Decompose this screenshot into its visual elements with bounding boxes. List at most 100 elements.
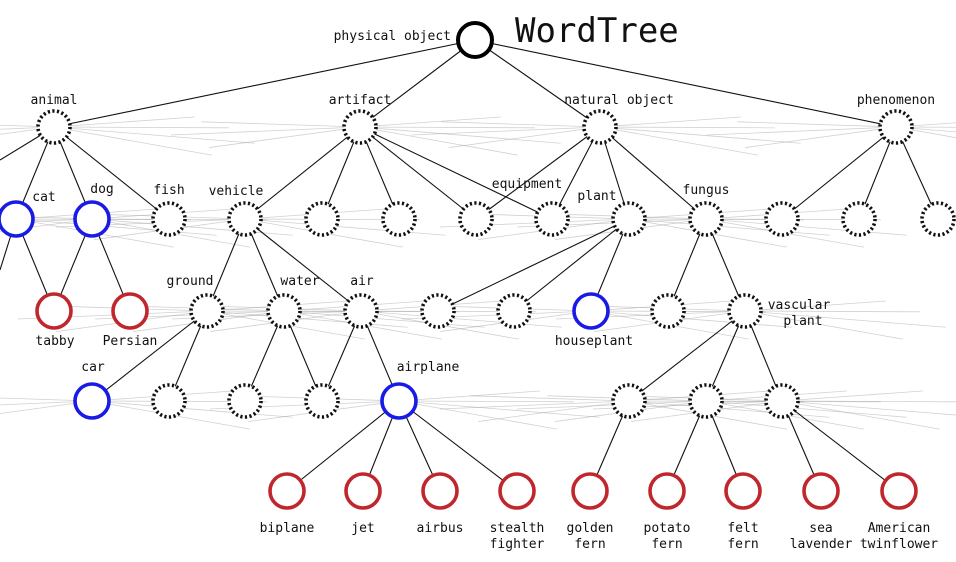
tree-edge [398, 400, 518, 492]
fan-edge [410, 126, 601, 136]
tree-node-vascular[interactable] [727, 293, 763, 329]
tree-node-water[interactable] [266, 293, 302, 329]
tree-node-car[interactable] [73, 382, 111, 420]
label-airplane[interactable]: airplane [397, 360, 460, 375]
label-sea-line1[interactable]: sea [809, 521, 832, 536]
tree-node-houseplant[interactable] [572, 292, 610, 330]
label-felt-line2[interactable]: fern [727, 537, 758, 552]
label-golden-line2[interactable]: fern [574, 537, 605, 552]
label-jet[interactable]: jet [351, 521, 374, 536]
tree-node-fish[interactable] [151, 201, 187, 237]
label-vascular-line2[interactable]: plant [783, 314, 822, 329]
label-tabby[interactable]: tabby [35, 334, 74, 349]
label-animal[interactable]: animal [31, 93, 78, 108]
tree-node-animal[interactable] [36, 109, 72, 145]
tree-node-phen[interactable] [878, 109, 914, 145]
tree-node-w1[interactable] [227, 383, 263, 419]
tree-node-american[interactable] [880, 472, 918, 510]
tree-node-equip[interactable] [534, 201, 570, 237]
tree-node-p4[interactable] [650, 293, 686, 329]
label-airbus[interactable]: airbus [417, 521, 464, 536]
tree-node-stealth[interactable] [498, 472, 536, 510]
tree-edge [359, 39, 476, 128]
tree-node-airbus[interactable] [421, 472, 459, 510]
tree-node-artifact[interactable] [342, 109, 378, 145]
tree-node-felt[interactable] [724, 472, 762, 510]
tree-node-vehicle[interactable] [227, 201, 263, 237]
label-american-line1[interactable]: American [868, 521, 931, 536]
tree-node-p1[interactable] [420, 293, 456, 329]
tree-node-v1[interactable] [611, 383, 647, 419]
tree-node-ground[interactable] [189, 293, 225, 329]
label-houseplant[interactable]: houseplant [555, 334, 633, 349]
tree-node-airplane[interactable] [380, 382, 418, 420]
label-stealth-line1[interactable]: stealth [490, 521, 545, 536]
label-potato-line1[interactable]: potato [644, 521, 691, 536]
fan-edge [360, 310, 562, 328]
tree-node-jet[interactable] [344, 472, 382, 510]
label-dog[interactable]: dog [90, 182, 113, 197]
tree-node-persian[interactable] [111, 292, 149, 330]
label-persian[interactable]: Persian [103, 334, 158, 349]
label-golden-line1[interactable]: golden [567, 521, 614, 536]
tree-node-g2[interactable] [151, 383, 187, 419]
tree-node-cat[interactable] [0, 200, 35, 238]
tree-edge [206, 218, 246, 312]
label-stealth-line2[interactable]: fighter [490, 537, 545, 552]
fan-edge [398, 400, 600, 418]
label-fungus[interactable]: fungus [683, 183, 730, 198]
label-car[interactable]: car [81, 360, 105, 375]
tree-edge [781, 400, 900, 492]
tree-node-dog[interactable] [73, 200, 111, 238]
fan-edge [599, 126, 758, 156]
label-plant[interactable]: plant [577, 189, 616, 204]
label-sea-line2[interactable]: lavender [790, 537, 853, 552]
tree-node-tabby[interactable] [35, 292, 73, 330]
fan-edge [170, 126, 361, 136]
fan-edge [398, 390, 540, 402]
label-equipment[interactable]: equipment [492, 177, 562, 192]
tree-node-a6[interactable] [381, 201, 417, 237]
label-water[interactable]: water [280, 274, 319, 289]
label-air[interactable]: air [350, 274, 374, 289]
tree-node-v2[interactable] [688, 383, 724, 419]
fan-edge [91, 400, 293, 418]
label-vascular-line1[interactable]: vascular [768, 298, 831, 313]
fan-edge [590, 310, 792, 328]
tree-node-p2[interactable] [496, 293, 532, 329]
tree-node-a7[interactable] [458, 201, 494, 237]
label-natural-object[interactable]: natural object [564, 93, 674, 108]
label-vehicle[interactable]: vehicle [209, 184, 264, 199]
label-cat[interactable]: cat [32, 190, 55, 205]
fan-edge [599, 126, 801, 144]
label-fish[interactable]: fish [153, 183, 184, 198]
label-physical-object[interactable]: physical object [334, 29, 451, 44]
label-artifact[interactable]: artifact [329, 93, 392, 108]
fan-edge [744, 310, 920, 313]
tree-node-n12[interactable] [841, 201, 877, 237]
tree-node-w2[interactable] [304, 383, 340, 419]
fan-edge [53, 126, 255, 144]
tree-node-n11[interactable] [764, 201, 800, 237]
label-biplane[interactable]: biplane [260, 521, 315, 536]
tree-node-n13[interactable] [920, 201, 956, 237]
tree-node-golden[interactable] [571, 472, 609, 510]
tree-node-fungus[interactable] [688, 201, 724, 237]
tree-node-natobj[interactable] [582, 109, 618, 145]
tree-node-potato[interactable] [648, 472, 686, 510]
label-ground[interactable]: ground [167, 274, 214, 289]
tree-node-air[interactable] [343, 293, 379, 329]
label-potato-line2[interactable]: fern [651, 537, 682, 552]
tree-node-sea[interactable] [802, 472, 840, 510]
tree-node-a5[interactable] [304, 201, 340, 237]
fan-edge [781, 400, 956, 403]
label-american-line2[interactable]: twinflower [860, 537, 938, 552]
fan-edge [53, 116, 195, 128]
tree-node-biplane[interactable] [268, 472, 306, 510]
tree-node-v3[interactable] [764, 383, 800, 419]
tree-node-plant[interactable] [611, 201, 647, 237]
fan-edge [53, 126, 212, 156]
label-phenomenon[interactable]: phenomenon [857, 93, 935, 108]
label-felt-line1[interactable]: felt [727, 521, 758, 536]
tree-node-root[interactable] [456, 21, 494, 59]
